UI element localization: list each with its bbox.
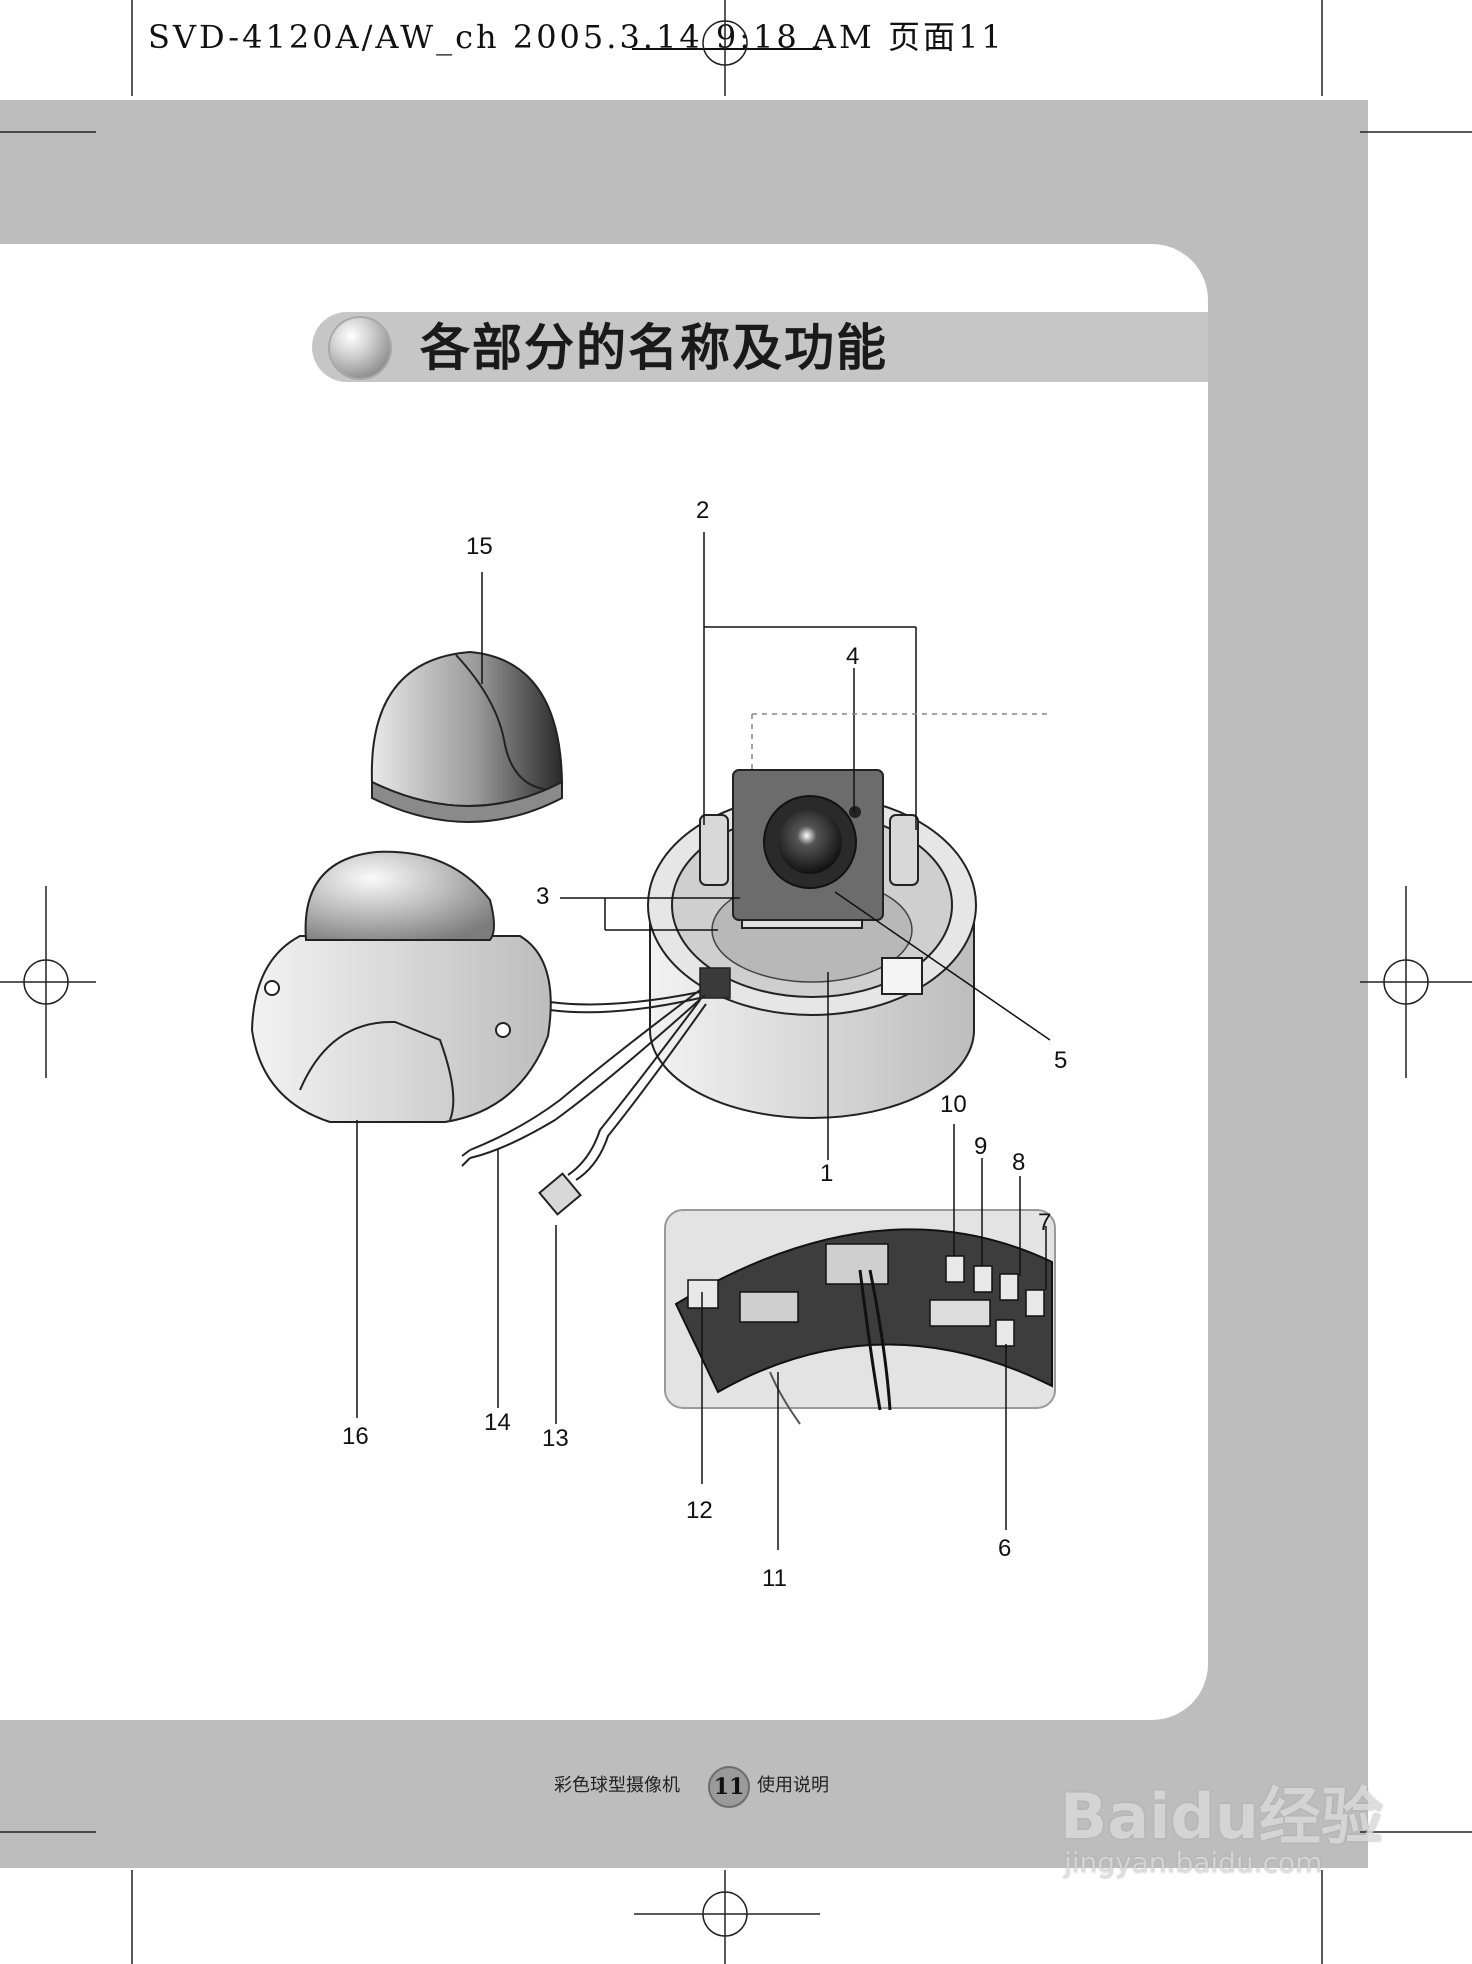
callout-10: 10	[940, 1091, 967, 1118]
dome-cover-part	[250, 850, 552, 1123]
page-title: 各部分的名称及功能	[420, 319, 888, 377]
callout-2: 2	[696, 497, 709, 524]
pcb-inset	[664, 1209, 1056, 1425]
callout-14: 14	[484, 1409, 511, 1436]
page-number: 11	[708, 1766, 750, 1808]
leader-lines	[356, 532, 1052, 1550]
callout-5: 5	[1054, 1047, 1067, 1074]
callout-8: 8	[1012, 1149, 1025, 1176]
footer-product: 彩色球型摄像机	[554, 1775, 680, 1796]
page-footer: 彩色球型摄像机 11 使用说明	[0, 1766, 1472, 1808]
footer-doc: 使用说明	[757, 1775, 829, 1796]
callout-4: 4	[846, 643, 859, 670]
inner-shell-part	[370, 650, 564, 823]
baidu-watermark: Baidu经验 jingyan.baidu.com	[1060, 1720, 1400, 1900]
title-bullet-icon	[330, 318, 390, 378]
callout-6: 6	[998, 1535, 1011, 1562]
callout-11: 11	[762, 1565, 787, 1592]
watermark-logo: Baidu经验	[1060, 1780, 1383, 1853]
callout-15: 15	[466, 533, 493, 560]
callout-labels: 1 2 3 4 5 6 7 8 9 10 11 12 13 14 15 16	[342, 497, 1067, 1592]
print-header: SVD-4120A/AW_ch 2005.3.14 9:18 AM 页面11	[148, 18, 1005, 56]
cables	[461, 989, 707, 1216]
callout-1: 1	[820, 1160, 833, 1187]
watermark-url: jingyan.baidu.com	[1064, 1846, 1323, 1879]
callout-13: 13	[542, 1425, 569, 1452]
callout-16: 16	[342, 1423, 369, 1450]
header-underline	[632, 48, 822, 50]
callout-12: 12	[686, 1497, 713, 1524]
camera-base-part	[647, 769, 977, 1119]
callout-3: 3	[536, 883, 549, 910]
title-bar	[312, 312, 1208, 382]
callout-9: 9	[974, 1133, 987, 1160]
callout-7: 7	[1038, 1209, 1051, 1236]
